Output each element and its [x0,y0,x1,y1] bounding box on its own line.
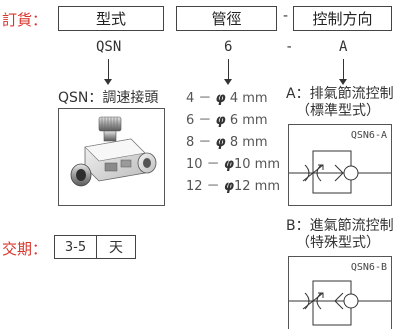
diameter-pointer-line [228,59,229,80]
size-row: 8 － φ 8 mm [186,131,268,150]
product-image-frame [58,108,165,206]
size-row: 6 － φ 6 mm [186,109,268,128]
type-box: 型式 [58,6,164,31]
diameter-box: 管徑 [176,6,277,31]
phi-symbol: φ [215,135,226,150]
option-b-subtitle: （特殊型式） [296,235,380,251]
option-a-subtitle: （標準型式） [296,103,380,119]
intake-throttle-symbol [289,280,391,326]
direction-pointer-arrow [339,79,347,85]
speed-controller-fitting-image [70,116,157,187]
delivery-box: 3-5 天 [54,235,136,259]
code-direction: A [339,39,348,55]
direction-pointer-line [343,59,344,80]
size-row: 10 － φ10 mm [186,153,280,172]
size-value: 4 mm [225,91,268,106]
size-lead: 8 － [186,135,212,150]
option-a-title: A：排氣節流控制 [286,86,394,102]
type-pointer-line [108,59,109,80]
phi-symbol: φ [215,113,226,128]
option-b-model: QSN6-B [350,262,387,273]
order-label: 訂貨： [2,11,48,29]
delivery-value: 3-5 [55,236,97,258]
size-value: 10 mm [234,157,281,172]
exhaust-throttle-symbol [289,150,391,194]
direction-box: 控制方向 [293,6,392,31]
size-row: 4 － φ 4 mm [186,87,268,106]
diameter-pointer-arrow [224,79,232,85]
size-lead: 6 － [186,113,212,128]
size-value: 8 mm [225,135,268,150]
delivery-unit: 天 [109,240,123,256]
phi-symbol: φ [223,157,234,172]
type-pointer-arrow [104,79,112,85]
size-lead: 10 － [186,157,220,172]
size-value: 12 mm [234,179,281,194]
option-b-title: B：進氣節流控制 [286,218,394,234]
phi-symbol: φ [215,91,226,106]
size-value: 6 mm [225,113,268,128]
code-separator: - [285,39,294,55]
order-separator: - [283,8,289,24]
size-row: 12 － φ12 mm [186,175,280,194]
size-lead: 4 － [186,91,212,106]
delivery-label: 交期： [2,240,48,258]
option-a-model: QSN6-A [350,130,387,141]
phi-symbol: φ [223,179,234,194]
option-a-symbol-box: QSN6-A [288,124,392,206]
size-lead: 12 － [186,179,220,194]
code-type: QSN [96,39,122,55]
product-name: QSN：調速接頭 [58,90,159,106]
code-diameter: 6 [224,39,233,55]
option-b-symbol-box: QSN6-B [288,256,392,329]
